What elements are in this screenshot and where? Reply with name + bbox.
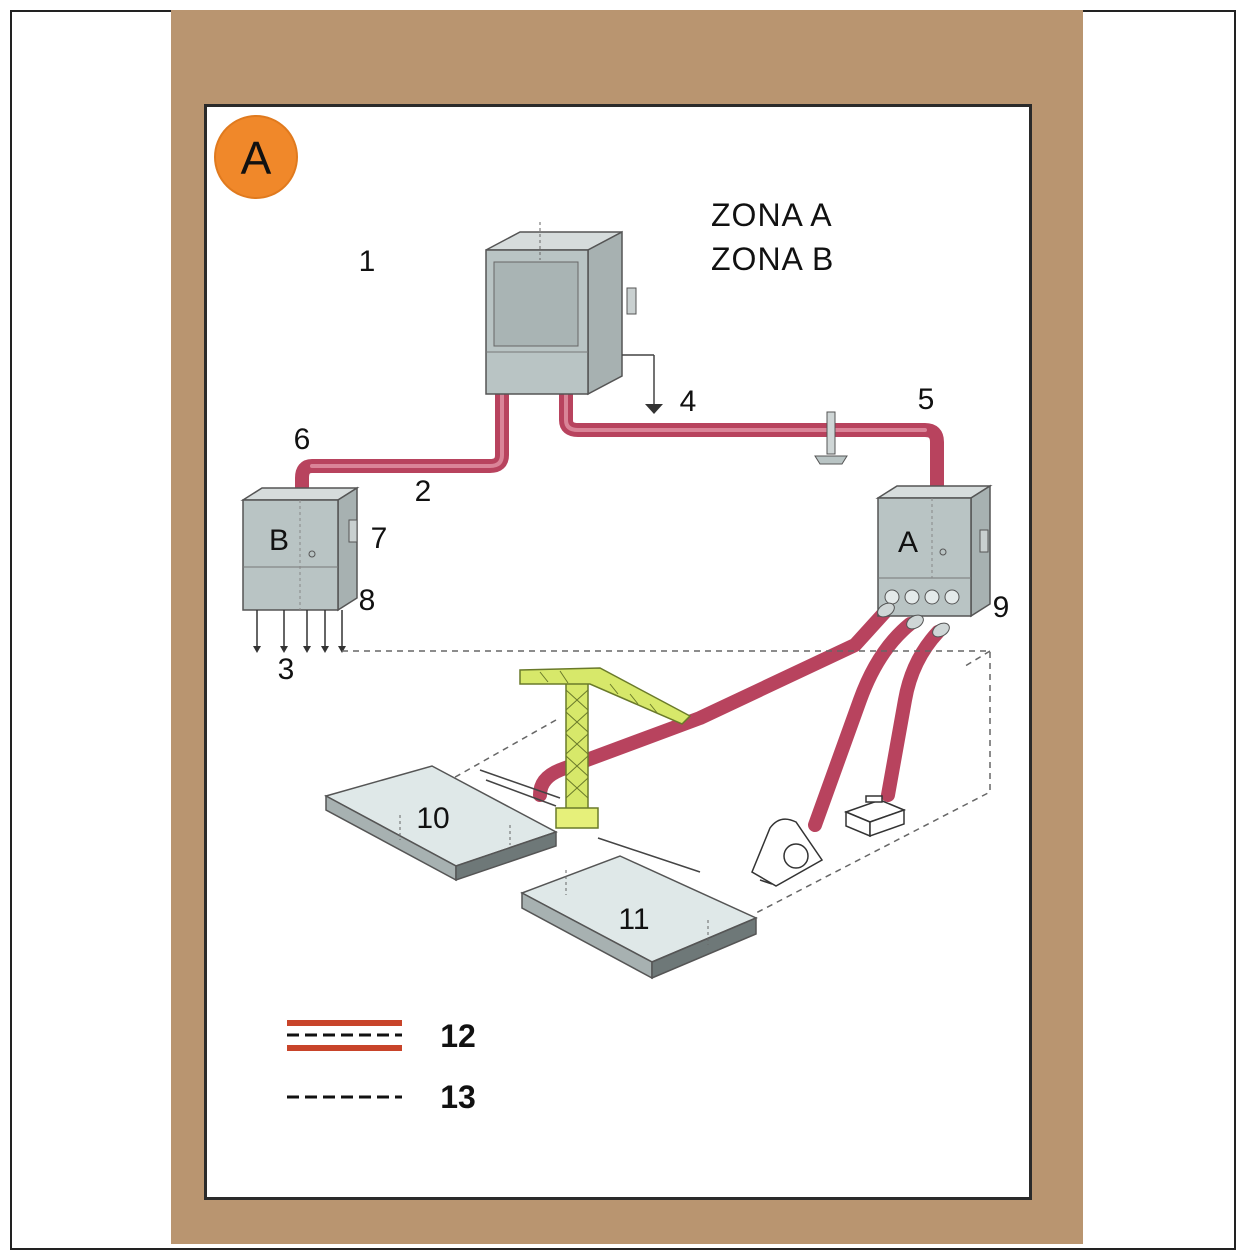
cable-main-to-b (295, 365, 509, 503)
zone-badge: A (214, 115, 298, 199)
cabinet-b: B (240, 486, 360, 612)
cabinet-a-letter: A (898, 526, 918, 559)
cable-main-to-a (559, 385, 944, 503)
zone-b-title: ZONA B (711, 241, 834, 277)
cabinet-a: A (875, 484, 993, 618)
label-11: 11 (618, 903, 649, 936)
cable-a-to-crane (533, 605, 892, 802)
cable-a-to-saw (808, 617, 917, 832)
cable-lines (295, 365, 945, 832)
badge-letter: A (241, 132, 272, 184)
main-cabinet (485, 222, 655, 404)
label-2: 2 (415, 475, 432, 508)
portable-equipment-box (843, 795, 907, 838)
work-area-outline (342, 650, 991, 914)
circular-saw-tool (751, 818, 824, 887)
cabinet-b-letter: B (269, 524, 289, 557)
cabinet-a-plugs (877, 602, 950, 638)
tower-crane (519, 667, 692, 829)
legend-label-13: 13 (440, 1079, 476, 1115)
ground-symbol-4 (645, 404, 663, 414)
label-6: 6 (294, 423, 311, 456)
label-4: 4 (680, 385, 697, 418)
label-9: 9 (993, 591, 1010, 624)
label-10: 10 (416, 802, 449, 835)
legend-label-12: 12 (440, 1018, 476, 1054)
crane-rails (479, 769, 701, 873)
legend-symbol-12 (287, 1020, 402, 1051)
label-3: 3 (278, 653, 295, 686)
concrete-slab-11 (520, 855, 758, 980)
cabinet-b-outputs (256, 610, 343, 648)
cable-a-to-box (881, 625, 945, 802)
concrete-slab-10 (324, 765, 558, 882)
label-7: 7 (371, 522, 388, 555)
label-5: 5 (918, 383, 935, 416)
zone-a-title: ZONA A (711, 197, 833, 233)
label-8: 8 (359, 584, 376, 617)
label-1: 1 (359, 245, 376, 278)
cable-support-post (814, 411, 848, 465)
